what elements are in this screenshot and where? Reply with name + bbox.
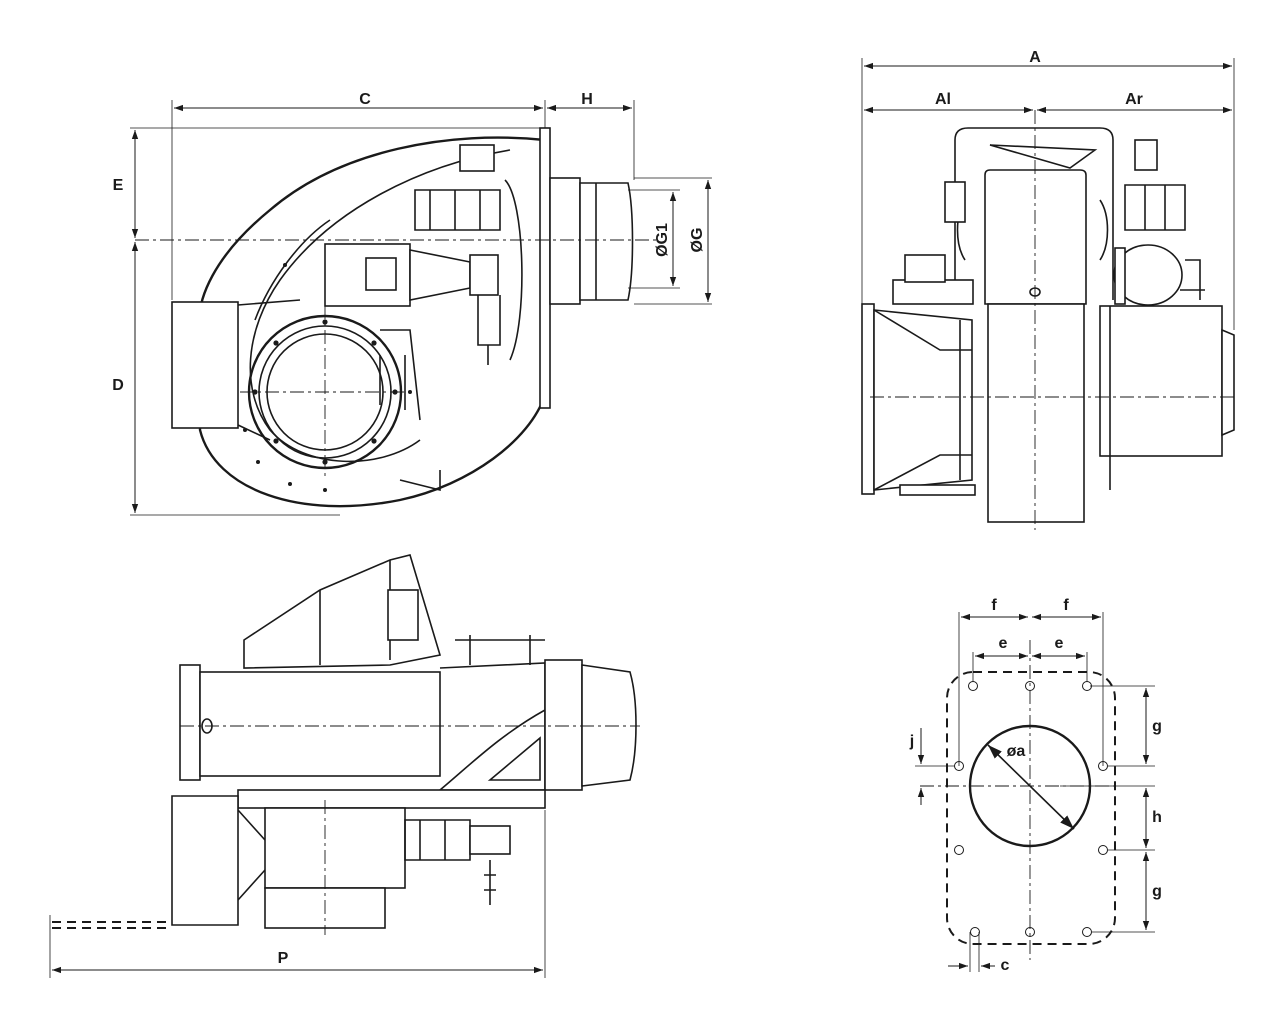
solenoid-top [459,144,495,172]
flange-plate-view: f f e e g h g j øa c [909,597,1162,974]
label-g-top: g [1152,718,1162,735]
flange-outline [946,671,1116,945]
upper-solenoid [387,589,419,641]
diameter-arrow [987,744,1075,830]
blast-tube-nozzle [579,182,634,301]
label-c: c [1001,957,1010,974]
volute-inner [249,149,511,463]
label-A: A [1029,49,1041,66]
label-e-left: e [999,635,1008,652]
valve-body [324,243,411,307]
top-view: P [49,554,640,978]
label-f-right: f [1063,597,1069,614]
label-G: ØG [689,228,706,253]
label-E: E [113,177,124,194]
label-C: C [359,91,371,108]
left-air-box [873,309,973,491]
fan-casing-body [987,303,1085,523]
lower-air-box [171,795,239,926]
right-valve-round [1113,244,1183,306]
side-view: C H E D ØG1 ØG [112,91,712,516]
label-H: H [581,91,593,108]
label-h: h [1152,809,1162,826]
label-f-left: f [991,597,997,614]
label-j: j [909,733,914,750]
mounting-flange [539,127,551,409]
label-e-right: e [1055,635,1064,652]
under-frame [237,789,546,809]
front-view: A Al Ar [861,49,1236,530]
label-Al: Al [935,91,951,108]
nozzle-base [544,659,583,791]
blast-tube-base [549,177,581,305]
fan-casing-top [984,169,1087,305]
motor-upper [264,807,406,889]
label-g-bottom: g [1152,883,1162,900]
left-box-plate [861,303,875,495]
valve-cone [409,249,471,301]
label-Ar: Ar [1125,91,1143,108]
label-G1: ØG1 [654,223,671,257]
right-motor-box [1099,305,1223,457]
nozzle-tip [581,664,637,787]
rear-plate [179,664,201,781]
label-P: P [278,950,289,967]
label-a: øa [1007,743,1026,760]
label-D: D [112,377,124,394]
main-body [199,671,441,777]
air-inlet-box [171,301,239,429]
front-housing [437,662,546,791]
